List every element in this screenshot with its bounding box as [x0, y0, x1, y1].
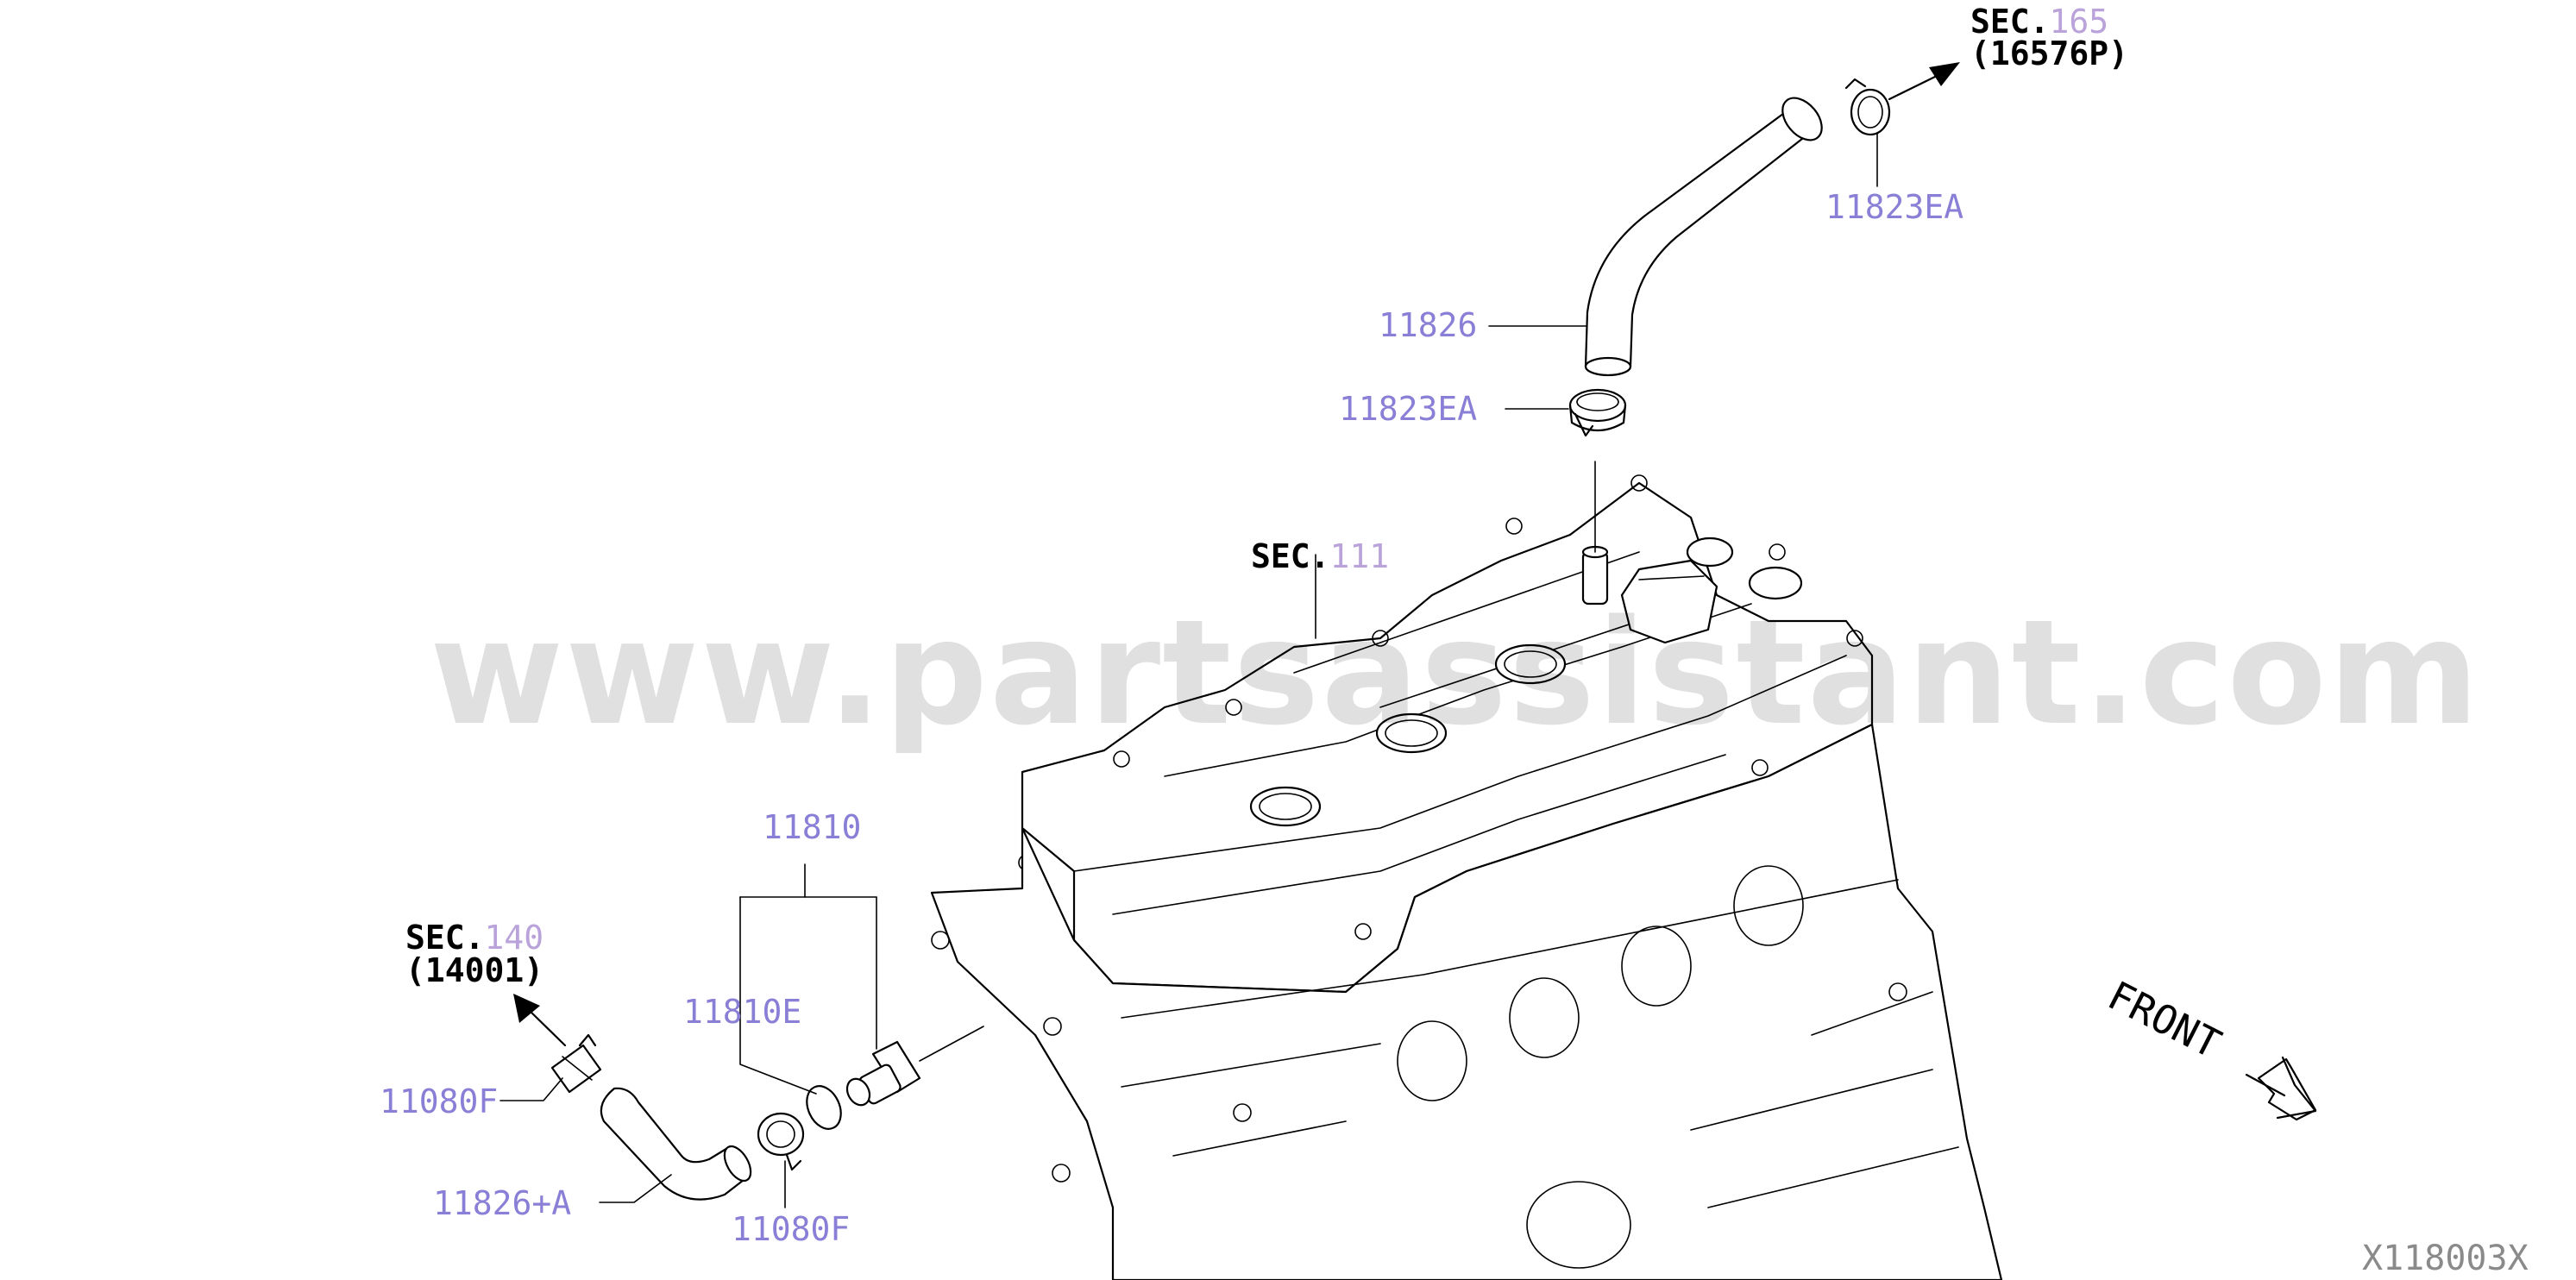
label-11080f-bottom[interactable]: 11080F	[732, 1210, 850, 1248]
clamp-11823ea-top[interactable]	[1844, 78, 1891, 136]
sec-111-ref[interactable]: SEC.111	[1251, 537, 1389, 575]
label-11080f-left[interactable]: 11080F	[380, 1082, 498, 1120]
arrow-to-sec140	[513, 994, 540, 1023]
upper-blowby-hose-assembly	[1568, 62, 1960, 553]
watermark: www.partsassistant.com	[430, 588, 2481, 757]
clamp-11080f-left[interactable]	[550, 1033, 602, 1094]
lower-blowby-hose-assembly	[513, 994, 984, 1201]
hose-11826[interactable]	[1584, 107, 1816, 368]
leader-lines	[499, 132, 1878, 1208]
label-11810[interactable]: 11810	[763, 808, 861, 846]
label-11826-a[interactable]: 11826+A	[433, 1184, 571, 1222]
arrow-to-sec165	[1929, 62, 1960, 86]
label-11810e[interactable]: 11810E	[683, 993, 801, 1031]
svg-text:(14001): (14001)	[405, 951, 543, 989]
svg-text:SEC.111: SEC.111	[1251, 537, 1389, 575]
front-arrow-icon	[2257, 1057, 2317, 1121]
svg-text:SEC.140: SEC.140	[405, 919, 543, 957]
label-11823ea-top[interactable]: 11823EA	[1825, 188, 1963, 226]
diagram-code: X118003X	[2362, 1239, 2529, 1278]
hose-11826-a[interactable]	[600, 1087, 745, 1201]
front-label: FRONT	[2101, 972, 2228, 1068]
pcv-valve-11810[interactable]	[843, 1026, 984, 1109]
part-labels: 11823EA 11826 11823EA 11810 11810E 11080…	[380, 188, 1963, 1248]
clamp-11080f-bottom[interactable]	[757, 1112, 805, 1171]
sec-140-ref[interactable]: SEC.140 (14001)	[405, 919, 543, 989]
label-11823ea-mid[interactable]: 11823EA	[1339, 390, 1477, 428]
svg-text:(16576P): (16576P)	[1970, 35, 2128, 72]
grommet-11810e[interactable]	[801, 1081, 848, 1134]
label-11826[interactable]: 11826	[1379, 306, 1477, 344]
front-direction-indicator: FRONT	[2101, 972, 2317, 1121]
sec-165-ref[interactable]: SEC.165 (16576P)	[1970, 3, 2128, 72]
svg-text:SEC.165: SEC.165	[1970, 3, 2108, 41]
engine-head-illustration	[930, 474, 2003, 1280]
clamp-11823ea-mid[interactable]	[1568, 388, 1627, 437]
